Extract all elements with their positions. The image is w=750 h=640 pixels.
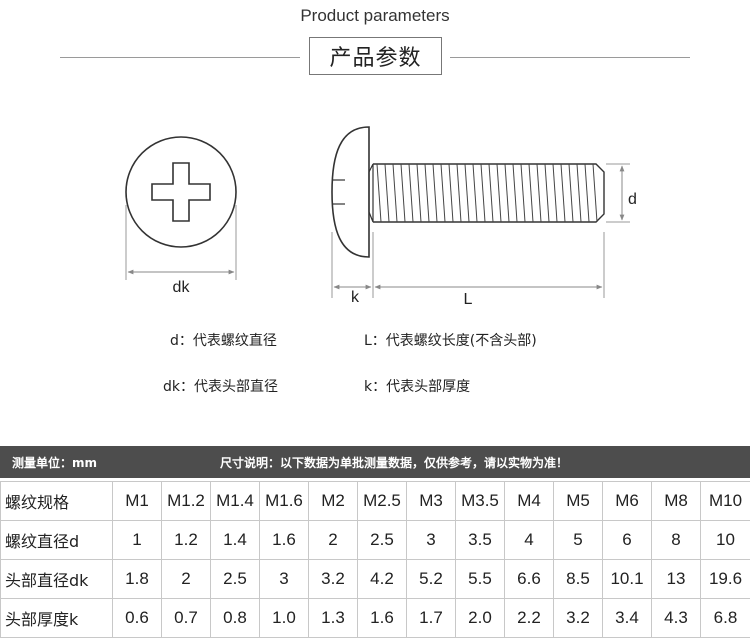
table-cell: 2.5 (210, 559, 260, 599)
table-cell: 0.8 (210, 598, 260, 638)
header-chinese-title: 产品参数 (309, 37, 442, 75)
measurement-unit: 测量单位：mm (12, 456, 98, 470)
dimension-note: 尺寸说明：以下数据为单批测量数据，仅供参考，请以实物为准！ (220, 456, 569, 470)
table-cell: M10 (700, 481, 750, 521)
table-cell: M8 (651, 481, 701, 521)
label-d: d (628, 191, 637, 208)
row-label: 头部直径dk (0, 559, 113, 599)
label-k: k (351, 289, 360, 305)
table-cell: 6.8 (700, 598, 750, 638)
legend-dk: dk：代表头部直径 (163, 379, 278, 395)
table-cell: 3 (406, 520, 456, 560)
legend-k: k：代表头部厚度 (364, 379, 471, 395)
row-label: 头部厚度k (0, 598, 113, 638)
table-cell: M1 (112, 481, 162, 521)
legend-L: L：代表螺纹长度(不含头部) (364, 333, 537, 349)
table-cell: 1 (112, 520, 162, 560)
table-cell: M6 (602, 481, 652, 521)
table-cell: 2.0 (455, 598, 505, 638)
table-cell: 0.7 (161, 598, 211, 638)
table-cell: M4 (504, 481, 554, 521)
table-cell: 10 (700, 520, 750, 560)
label-dk: dk (173, 279, 191, 296)
header-divider-left (60, 57, 300, 58)
table-cell: 0.6 (112, 598, 162, 638)
L-dimension (374, 232, 605, 298)
table-cell: M2 (308, 481, 358, 521)
screw-side-view (331, 126, 605, 258)
table-cell: 1.6 (357, 598, 407, 638)
row-label: 螺纹规格 (0, 481, 113, 521)
table-cell: 1.0 (259, 598, 309, 638)
screw-head-top-view (125, 136, 237, 248)
table-cell: 4.3 (651, 598, 701, 638)
table-cell: 5.5 (455, 559, 505, 599)
table-cell: 1.7 (406, 598, 456, 638)
table-cell: M3 (406, 481, 456, 521)
k-dimension (331, 232, 374, 298)
table-cell: 3.2 (553, 598, 603, 638)
table-cell: 3 (259, 559, 309, 599)
table-cell: 19.6 (700, 559, 750, 599)
table-cell: 8.5 (553, 559, 603, 599)
dk-dimension (125, 205, 237, 280)
table-cell: 4 (504, 520, 554, 560)
table-cell: 6 (602, 520, 652, 560)
table-cell: 2 (161, 559, 211, 599)
legend-d: d：代表螺纹直径 (170, 333, 277, 349)
table-cell: 1.8 (112, 559, 162, 599)
table-cell: 5.2 (406, 559, 456, 599)
table-cell: M3.5 (455, 481, 505, 521)
table-cell: M1.6 (259, 481, 309, 521)
table-cell: 3.5 (455, 520, 505, 560)
label-L: L (464, 291, 473, 305)
d-dimension (606, 163, 630, 223)
table-cell: 1.2 (161, 520, 211, 560)
table-cell: 3.4 (602, 598, 652, 638)
table-cell: 6.6 (504, 559, 554, 599)
screw-diagram: dk d k (125, 126, 637, 305)
table-cell: 4.2 (357, 559, 407, 599)
table-cell: 1.4 (210, 520, 260, 560)
table-cell: M2.5 (357, 481, 407, 521)
table-cell: 2.5 (357, 520, 407, 560)
header-divider-right (450, 57, 690, 58)
table-cell: 8 (651, 520, 701, 560)
table-cell: 2 (308, 520, 358, 560)
table-cell: M1.4 (210, 481, 260, 521)
table-cell: 13 (651, 559, 701, 599)
table-header-bar: 测量单位：mm 尺寸说明：以下数据为单批测量数据，仅供参考，请以实物为准！ (0, 446, 750, 478)
table-cell: M5 (553, 481, 603, 521)
row-label: 螺纹直径d (0, 520, 113, 560)
table-cell: 5 (553, 520, 603, 560)
table-cell: 2.2 (504, 598, 554, 638)
table-cell: 3.2 (308, 559, 358, 599)
table-cell: 1.3 (308, 598, 358, 638)
table-cell: 10.1 (602, 559, 652, 599)
header-english-title: Product parameters (300, 6, 450, 25)
table-cell: M1.2 (161, 481, 211, 521)
table-cell: 1.6 (259, 520, 309, 560)
